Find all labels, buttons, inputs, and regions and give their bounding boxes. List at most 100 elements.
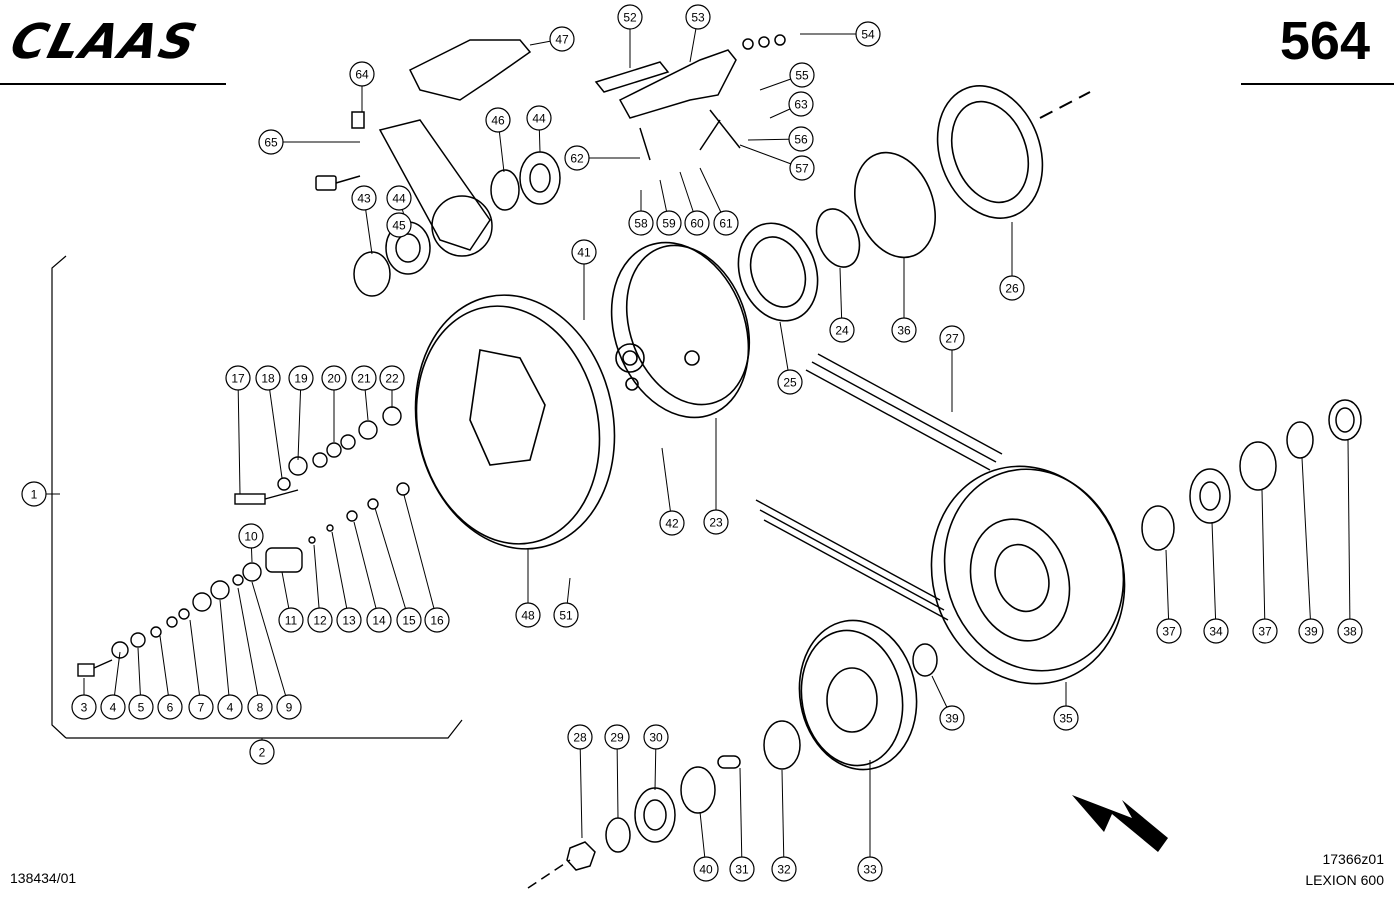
callout-number: 30 bbox=[649, 731, 663, 745]
callout-number: 29 bbox=[610, 731, 624, 745]
callout-31: 31 bbox=[729, 767, 755, 882]
callout-number: 32 bbox=[777, 863, 791, 877]
leader-line bbox=[1165, 549, 1170, 632]
callout-16: 16 bbox=[403, 494, 450, 633]
callout-bubble bbox=[157, 694, 183, 720]
callout-number: 27 bbox=[945, 332, 959, 346]
callout-4: 4 bbox=[217, 599, 243, 720]
callout-number: 55 bbox=[795, 69, 809, 83]
callout-bubble bbox=[693, 856, 719, 882]
leader-line bbox=[219, 599, 231, 708]
callout-number: 54 bbox=[861, 28, 875, 42]
callout-number: 13 bbox=[342, 614, 356, 628]
leader-line bbox=[1261, 489, 1266, 632]
callout-bubble bbox=[515, 602, 541, 628]
callout-number: 39 bbox=[1304, 625, 1318, 639]
callout-44: 44 bbox=[386, 185, 412, 223]
callout-47: 47 bbox=[529, 26, 575, 52]
callout-bubble bbox=[857, 856, 883, 882]
callout-6: 6 bbox=[157, 635, 183, 720]
callout-54: 54 bbox=[800, 21, 881, 47]
callout-2: 2 bbox=[249, 738, 275, 765]
belt-part bbox=[755, 353, 1003, 621]
callout-number: 26 bbox=[1005, 282, 1019, 296]
tensioner-arm-part bbox=[315, 39, 561, 297]
callout-number: 40 bbox=[699, 863, 713, 877]
callout-number: 17 bbox=[231, 372, 245, 386]
callout-number: 33 bbox=[863, 863, 877, 877]
callout-37: 37 bbox=[1252, 489, 1278, 644]
callout-number: 3 bbox=[81, 701, 88, 715]
callout-bubble bbox=[1156, 618, 1182, 644]
leader-line bbox=[331, 531, 350, 621]
callout-number: 19 bbox=[294, 372, 308, 386]
direction-arrow-icon bbox=[1072, 795, 1168, 852]
callout-bubble bbox=[1298, 618, 1324, 644]
callout-61: 61 bbox=[699, 167, 739, 236]
callout-62: 62 bbox=[564, 145, 640, 171]
callout-bubble bbox=[424, 607, 450, 633]
callout-bubble bbox=[278, 607, 304, 633]
callout-58: 58 bbox=[628, 190, 654, 236]
callout-bubble bbox=[21, 481, 47, 507]
callout-bubble bbox=[571, 239, 597, 265]
callout-bubble bbox=[336, 607, 362, 633]
callout-29: 29 bbox=[604, 724, 630, 819]
callout-bubble bbox=[288, 365, 314, 391]
callout-37: 37 bbox=[1156, 549, 1182, 644]
callout-7: 7 bbox=[188, 619, 214, 720]
callout-bubble bbox=[685, 4, 711, 30]
callout-number: 12 bbox=[313, 614, 327, 628]
callout-17: 17 bbox=[225, 365, 251, 495]
callout-bubble bbox=[999, 275, 1025, 301]
callout-bubble bbox=[258, 129, 284, 155]
callout-number: 65 bbox=[264, 136, 278, 150]
callout-39: 39 bbox=[931, 675, 965, 731]
callout-26: 26 bbox=[999, 222, 1025, 301]
callout-bubble bbox=[349, 61, 375, 87]
callout-bubble bbox=[351, 185, 377, 211]
callout-number: 9 bbox=[286, 701, 293, 715]
callout-number: 23 bbox=[709, 516, 723, 530]
bracket-1 bbox=[51, 255, 67, 739]
callout-36: 36 bbox=[891, 258, 917, 343]
callout-55: 55 bbox=[759, 62, 815, 91]
callout-number: 31 bbox=[735, 863, 749, 877]
callout-number: 58 bbox=[634, 217, 648, 231]
callout-30: 30 bbox=[643, 724, 669, 791]
callout-bubble bbox=[855, 21, 881, 47]
leader-line bbox=[251, 581, 290, 708]
callout-number: 4 bbox=[227, 701, 234, 715]
callout-bubble bbox=[829, 317, 855, 343]
callout-bubble bbox=[247, 694, 273, 720]
leader-line bbox=[403, 494, 438, 621]
callout-bubble bbox=[238, 523, 264, 549]
drive-pulley-part bbox=[930, 465, 1126, 685]
callout-27: 27 bbox=[939, 325, 965, 412]
callout-bubble bbox=[386, 212, 412, 238]
callout-13: 13 bbox=[331, 531, 362, 633]
callout-number: 43 bbox=[357, 192, 371, 206]
callout-number: 41 bbox=[577, 246, 591, 260]
document-number: 138434/01 bbox=[10, 870, 77, 886]
callout-65: 65 bbox=[258, 129, 360, 155]
callout-12: 12 bbox=[307, 544, 333, 633]
callout-bubble bbox=[604, 724, 630, 750]
bracket-2 bbox=[66, 719, 463, 739]
callout-number: 28 bbox=[573, 731, 587, 745]
callout-number: 56 bbox=[794, 133, 808, 147]
callout-57: 57 bbox=[739, 144, 815, 181]
callout-bubble bbox=[307, 607, 333, 633]
callout-number: 14 bbox=[372, 614, 386, 628]
callout-bubble bbox=[485, 107, 511, 133]
callout-number: 5 bbox=[138, 701, 145, 715]
leader-line bbox=[374, 507, 410, 621]
callout-43: 43 bbox=[351, 185, 377, 255]
callout-bubble bbox=[100, 694, 126, 720]
callout-number: 34 bbox=[1209, 625, 1223, 639]
callout-bubble bbox=[1053, 705, 1079, 731]
callout-42: 42 bbox=[659, 447, 685, 536]
callout-number: 2 bbox=[259, 746, 266, 760]
callout-bubble bbox=[526, 105, 552, 131]
callout-bubble bbox=[225, 365, 251, 391]
